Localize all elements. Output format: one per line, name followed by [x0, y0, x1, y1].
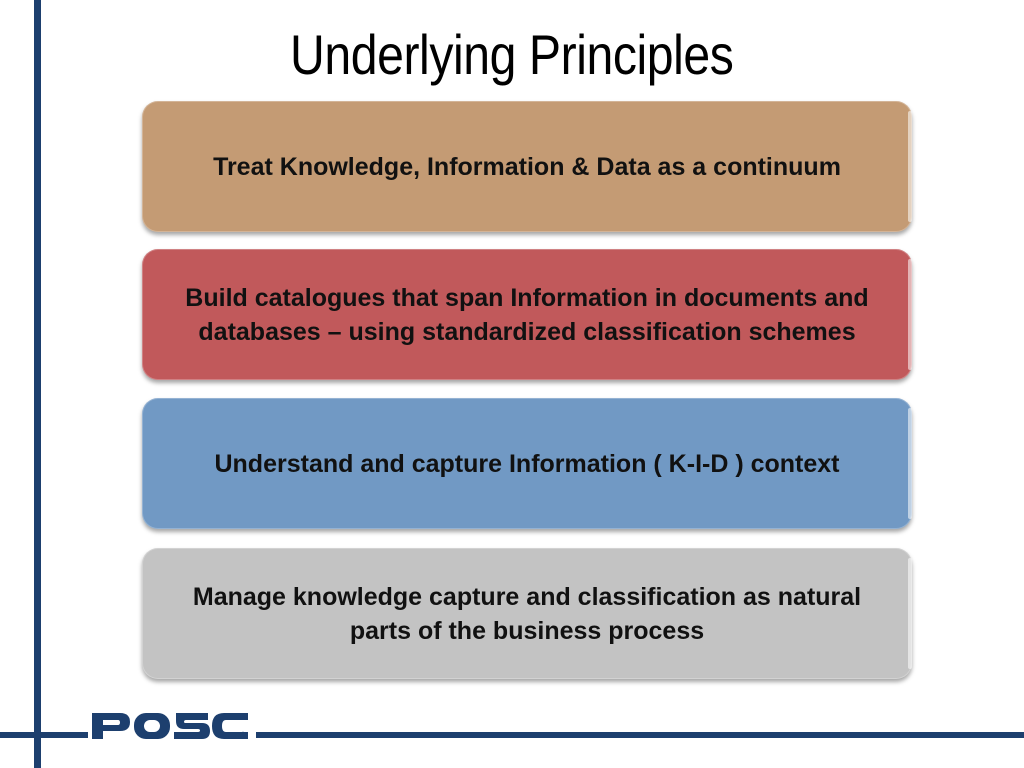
principle-box-4: Manage knowledge capture and classificat… [142, 548, 912, 679]
footer-rule-right [256, 732, 1024, 738]
left-vertical-rule [34, 0, 41, 768]
posc-logo [92, 713, 248, 739]
slide-title: Underlying Principles [290, 23, 734, 86]
footer-rule-left [0, 732, 88, 738]
principle-box-2: Build catalogues that span Information i… [142, 249, 912, 380]
principle-text-2: Build catalogues that span Information i… [185, 283, 869, 346]
principle-text-3: Understand and capture Information ( K-I… [214, 449, 840, 478]
principle-box-1: Treat Knowledge, Information & Data as a… [142, 101, 912, 232]
principle-text-1: Treat Knowledge, Information & Data as a… [213, 152, 841, 181]
principle-text-4: Manage knowledge capture and classificat… [192, 582, 862, 645]
principle-box-3: Understand and capture Information ( K-I… [142, 398, 912, 529]
